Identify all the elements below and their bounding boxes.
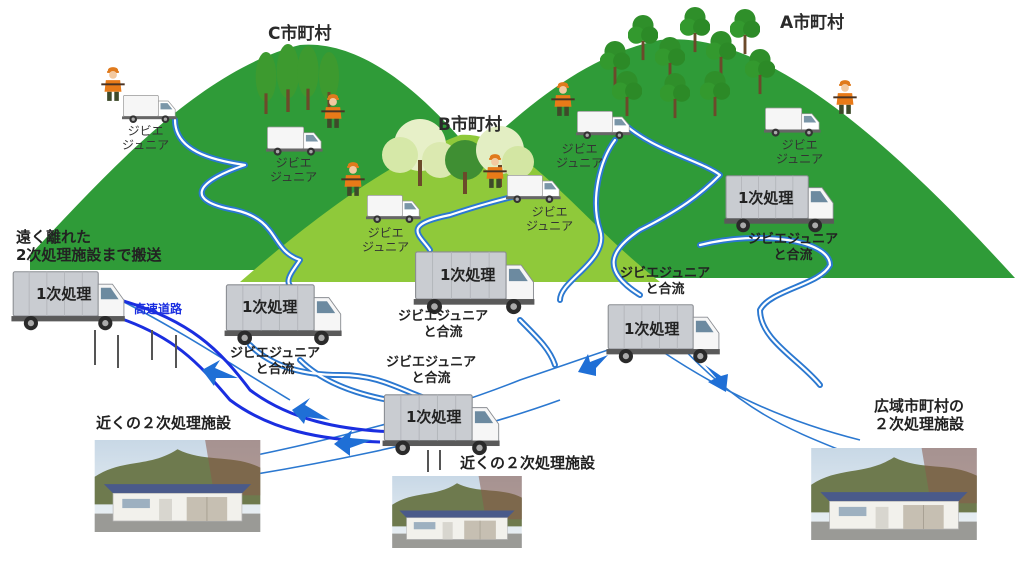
building-near-center	[391, 476, 523, 548]
merge-label-b: ジビエジュニア と合流	[398, 309, 488, 340]
facility-wide-label: 広域市町村の ２次処理施設	[874, 397, 964, 433]
building-near-left	[94, 440, 261, 532]
hunter-1	[101, 67, 125, 101]
label-line: ジビエジュニア と合流	[398, 309, 489, 340]
flow-arrows	[202, 354, 728, 456]
facility-near-label-1: 近くの２次処理施設	[96, 414, 232, 432]
truck-label-6: 1次処理	[406, 408, 462, 426]
truck-label-2: 1次処理	[242, 298, 298, 316]
small-truck-label-5: ジビエ ジュニア	[556, 142, 603, 171]
merge-label-a2: ジビエジュニア と合流	[620, 266, 710, 297]
hunter-6	[833, 80, 857, 114]
highway-label: 高速道路	[134, 302, 183, 316]
hill-b	[240, 134, 660, 282]
label-line: ジビエ ジュニア	[526, 205, 574, 234]
region-a-label: A市町村	[780, 13, 845, 33]
truck-label-4: 1次処理	[738, 189, 794, 207]
small-truck-label-1: ジビエ ジュニア	[122, 124, 169, 153]
merge-label-b2: ジビエジュニア と合流	[386, 355, 476, 386]
label-line: ジビエジュニア と合流	[620, 266, 711, 297]
region-b-label: B市町村	[438, 115, 502, 135]
label-line: ジビエ ジュニア	[556, 142, 604, 171]
label-line: ジビエジュニア と合流	[230, 346, 321, 377]
small-truck-1	[122, 95, 177, 124]
truck-label-1: 1次処理	[36, 285, 92, 303]
small-truck-label-3: ジビエ ジュニア	[362, 226, 409, 255]
label-line: ジビエ ジュニア	[362, 226, 410, 255]
label-line: ジビエ ジュニア	[122, 124, 170, 153]
small-truck-label-4: ジビエ ジュニア	[526, 205, 573, 234]
truck-label-5: 1次処理	[624, 320, 680, 338]
region-c-label: C市町村	[268, 24, 332, 44]
label-line: 遠く離れた 2次処理施設まで搬送	[16, 228, 162, 264]
small-truck-label-6: ジビエ ジュニア	[776, 138, 823, 167]
facility-near-label-2: 近くの２次処理施設	[460, 454, 596, 472]
merge-label-a: ジビエジュニア と合流	[748, 232, 838, 263]
b-trees	[382, 119, 534, 194]
label-line: ジビエ ジュニア	[270, 156, 318, 185]
highway	[119, 298, 396, 434]
building-wide	[810, 448, 978, 540]
small-truck-label-2: ジビエ ジュニア	[270, 156, 317, 185]
truck-label-3: 1次処理	[440, 266, 496, 284]
merge-label-c: ジビエジュニア と合流	[230, 346, 320, 377]
far-transport-label: 遠く離れた 2次処理施設まで搬送	[16, 228, 161, 264]
label-line: ジビエジュニア と合流	[386, 355, 477, 386]
label-line: ジビエジュニア と合流	[748, 232, 839, 263]
highway-posts	[94, 330, 441, 472]
label-line: 広域市町村の ２次処理施設	[874, 397, 965, 433]
label-line: ジビエ ジュニア	[776, 138, 824, 167]
